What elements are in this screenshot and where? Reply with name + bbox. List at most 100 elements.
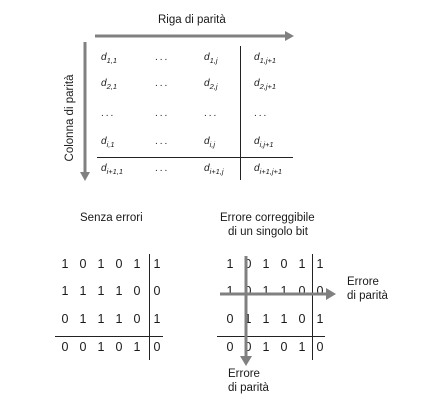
- data-bit: 1: [280, 312, 288, 326]
- col-error-label-2: di parità: [228, 382, 269, 394]
- left-panel-title: Senza errori: [80, 212, 143, 224]
- matrix-cell-base: d: [101, 78, 107, 89]
- matrix-cell-subscript: i+1,j: [209, 167, 224, 176]
- matrix-cell-subscript: 2,1: [106, 82, 117, 91]
- matrix-cell-base: d: [204, 78, 210, 89]
- data-bit: 0: [61, 340, 69, 354]
- top-matrix-vertical-divider: [240, 46, 241, 180]
- matrix-cell-subscript: 1,1: [106, 56, 117, 65]
- left-grid-vertical-divider: [149, 254, 150, 360]
- data-bit: 1: [226, 257, 234, 271]
- matrix-cell-subscript: i+1,1: [106, 167, 124, 176]
- right-grid-horizontal-divider: [217, 336, 325, 337]
- matrix-cell: d1,j: [204, 52, 217, 65]
- matrix-cell-base: d: [101, 52, 107, 63]
- matrix-ellipsis: ...: [101, 108, 116, 119]
- matrix-cell: di,1: [101, 136, 114, 149]
- data-bit: 0: [133, 284, 141, 298]
- data-bit: 1: [61, 284, 69, 298]
- data-bit: 1: [262, 257, 270, 271]
- data-bit: 1: [115, 312, 123, 326]
- matrix-cell-subscript: i+1,j+1: [259, 167, 283, 176]
- matrix-cell-subscript: i,1: [106, 140, 115, 149]
- data-bit: 1: [133, 257, 141, 271]
- data-bit: 1: [61, 257, 69, 271]
- matrix-cell: d1,1: [101, 52, 117, 65]
- data-bit: 0: [79, 340, 87, 354]
- row-error-label-1: Errore: [347, 276, 379, 288]
- left-grid-horizontal-divider: [55, 336, 163, 337]
- matrix-ellipsis: ...: [155, 136, 170, 147]
- matrix-cell-subscript: 2,j: [209, 82, 218, 91]
- data-bit: 0: [115, 340, 123, 354]
- matrix-cell: di+1,j: [204, 163, 224, 176]
- matrix-cell: di,j+1: [254, 136, 274, 149]
- matrix-cell: di+1,j+1: [254, 163, 282, 176]
- matrix-cell: d2,j+1: [254, 78, 276, 91]
- col-parity-arrow: [80, 42, 90, 181]
- matrix-cell: d2,1: [101, 78, 117, 91]
- data-bit: 1: [133, 340, 141, 354]
- matrix-ellipsis: ...: [254, 108, 269, 119]
- row-error-label-2: di parità: [347, 290, 388, 302]
- matrix-ellipsis: ...: [155, 108, 170, 119]
- col-error-arrow: [240, 256, 252, 366]
- matrix-cell: d2,j: [204, 78, 217, 91]
- matrix-cell-base: d: [204, 163, 210, 174]
- data-bit: 0: [61, 312, 69, 326]
- data-bit: 1: [262, 284, 270, 298]
- matrix-cell-base: d: [204, 52, 210, 63]
- data-bit: 1: [97, 340, 105, 354]
- matrix-cell-base: d: [101, 136, 107, 147]
- parity-bit: 0: [153, 340, 161, 354]
- data-bit: 1: [97, 257, 105, 271]
- matrix-cell-subscript: 2,j+1: [259, 82, 277, 91]
- parity-bit: 1: [153, 312, 161, 326]
- data-bit: 0: [298, 284, 306, 298]
- right-panel-title-line2: di un singolo bit: [228, 226, 308, 238]
- data-bit: 1: [115, 284, 123, 298]
- data-bit: 1: [262, 340, 270, 354]
- parity-bit: 0: [316, 340, 324, 354]
- data-bit: 1: [79, 312, 87, 326]
- data-bit: 0: [280, 257, 288, 271]
- parity-bit: 1: [153, 257, 161, 271]
- matrix-cell-base: d: [254, 78, 260, 89]
- right-panel-title-line1: Errore correggibile: [220, 212, 315, 224]
- matrix-cell-subscript: 1,j+1: [259, 56, 277, 65]
- data-bit: 1: [244, 312, 252, 326]
- parity-bit: 1: [316, 312, 324, 326]
- matrix-cell-base: d: [101, 163, 107, 174]
- row-error-arrow: [220, 288, 336, 300]
- top-matrix-horizontal-divider: [97, 157, 293, 158]
- matrix-ellipsis: ...: [204, 108, 219, 119]
- parity-bit: 0: [316, 284, 324, 298]
- right-grid-vertical-divider: [312, 254, 313, 360]
- parity-bit: 0: [153, 284, 161, 298]
- matrix-ellipsis: ...: [155, 78, 170, 89]
- matrix-cell-base: d: [204, 136, 210, 147]
- data-bit: 1: [298, 257, 306, 271]
- col-parity-label: Colonna di parità: [64, 74, 76, 162]
- data-bit: 0: [226, 312, 234, 326]
- data-bit: 0: [133, 312, 141, 326]
- matrix-cell-subscript: i,j+1: [259, 140, 274, 149]
- data-bit: 0: [244, 284, 252, 298]
- row-parity-label: Riga di parità: [158, 14, 226, 26]
- matrix-cell: d1,j+1: [254, 52, 276, 65]
- data-bit: 1: [280, 284, 288, 298]
- matrix-cell: di,j: [204, 136, 215, 149]
- data-bit: 1: [262, 312, 270, 326]
- matrix-ellipsis: ...: [155, 163, 170, 174]
- data-bit: 0: [280, 340, 288, 354]
- data-bit: 1: [97, 312, 105, 326]
- data-bit: 0: [244, 340, 252, 354]
- data-bit: 0: [226, 340, 234, 354]
- row-parity-arrow: [95, 31, 294, 41]
- data-bit: 0: [244, 257, 252, 271]
- data-bit: 0: [79, 257, 87, 271]
- matrix-cell: di+1,1: [101, 163, 123, 176]
- matrix-cell-subscript: i,j: [209, 140, 215, 149]
- matrix-cell-base: d: [254, 52, 260, 63]
- matrix-cell-subscript: 1,j: [209, 56, 218, 65]
